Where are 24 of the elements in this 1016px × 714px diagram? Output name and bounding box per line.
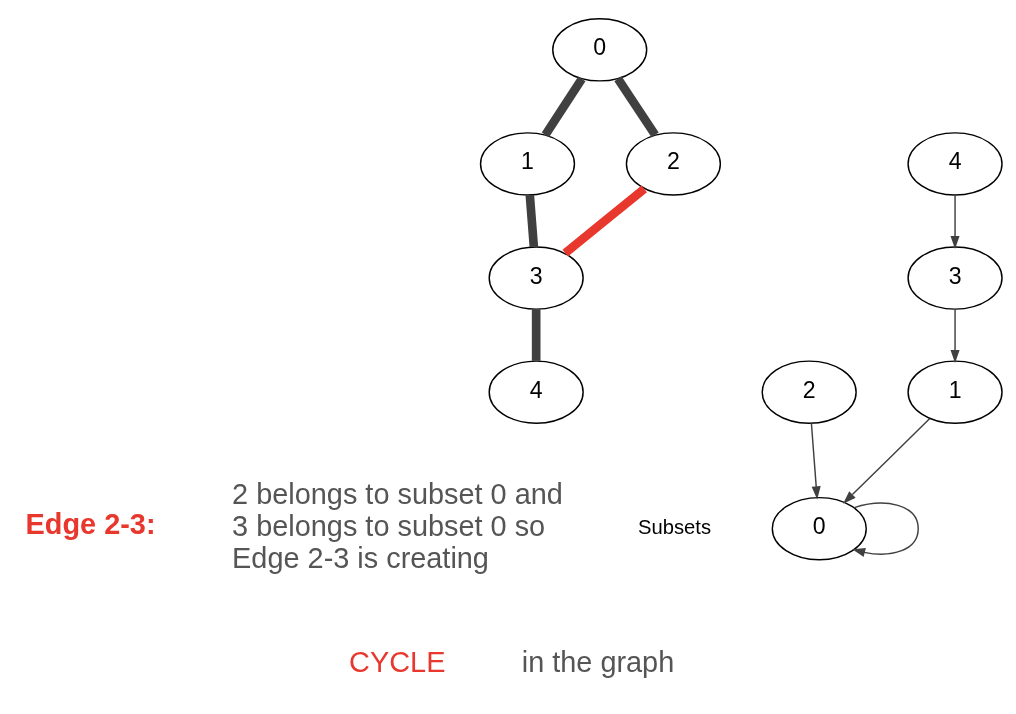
- label: CYCLE: [349, 645, 446, 678]
- connector: [614, 75, 659, 137]
- node-ellipse: 0: [552, 17, 648, 82]
- arrow: [810, 422, 821, 499]
- label: in the graph: [521, 645, 675, 678]
- arrow: [852, 502, 919, 557]
- arrow: [950, 308, 960, 363]
- connector: [531, 308, 541, 361]
- node-ellipse: 2: [625, 131, 722, 196]
- node-ellipse: 3: [488, 245, 584, 310]
- label: Subsets: [638, 515, 712, 538]
- node-ellipse: 2: [761, 359, 857, 424]
- connector: [541, 75, 586, 137]
- arrow: [950, 193, 960, 249]
- node-ellipse: 1: [907, 359, 1003, 424]
- label: Edge 2-3:: [25, 507, 156, 540]
- node-ellipse: 4: [488, 359, 584, 424]
- connector: [525, 194, 539, 247]
- node-ellipse: 1: [479, 131, 576, 196]
- label: 2 belongs to subset 0 and 3 belongs to subset 0 so Edge 2-3 is creating: [232, 477, 563, 574]
- connector: [562, 185, 647, 256]
- node-ellipse: 4: [907, 131, 1003, 196]
- arrow: [843, 417, 931, 504]
- node-ellipse: 3: [907, 245, 1003, 310]
